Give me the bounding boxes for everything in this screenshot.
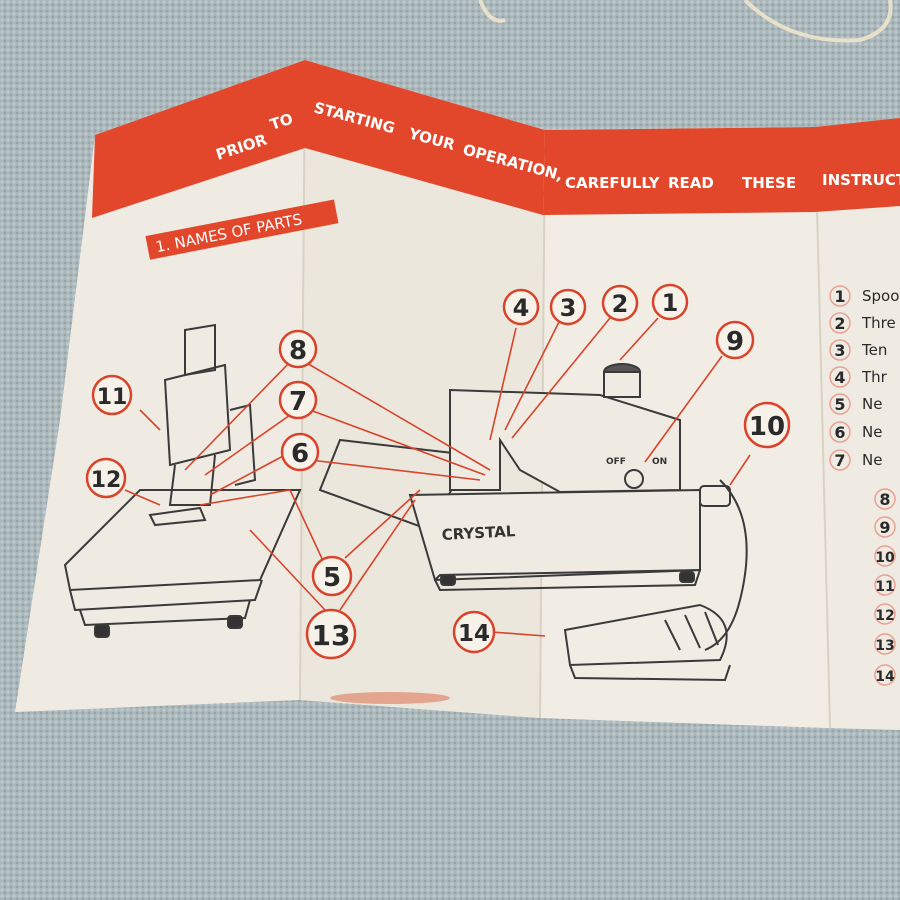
svg-text:7: 7 [289,387,307,417]
parts-list-number: 2 [834,314,845,333]
parts-list-label: Ne [862,395,882,413]
switch-off-label: OFF [606,457,626,467]
machine-front-view-drawing [318,363,748,682]
parts-list-item: 1 Spoo [829,285,899,307]
callout-8: 8 [278,329,318,369]
parts-list-number: 3 [834,341,845,360]
banner-far-right [815,118,900,212]
banner-left [92,60,305,218]
callout-12: 12 [85,457,127,499]
parts-list-number: 7 [834,451,845,470]
parts-list-label: Spoo [862,287,899,305]
machine-brand-label: CRYSTAL [441,522,516,544]
banner-word: READ [668,174,714,192]
parts-list-item: 3 Ten [829,339,887,361]
callout-3: 3 [549,288,587,326]
svg-text:8: 8 [289,336,307,366]
parts-list-item: 9 [874,516,896,538]
svg-text:11: 11 [97,385,128,410]
svg-text:1: 1 [662,289,679,317]
svg-text:13: 13 [312,619,351,652]
parts-list-number: 12 [875,608,894,624]
part-callouts: 1 2 3 4 5 6 7 8 9 10 11 12 13 14 [85,283,791,660]
parts-list-item: 8 [874,488,896,510]
svg-text:14: 14 [458,621,490,647]
parts-list-item: 12 [874,603,896,625]
banner-word: INSTRUCTIO [822,171,900,189]
parts-list-item: 10 [874,545,896,567]
callout-13: 13 [305,608,357,660]
callout-10: 10 [743,401,791,449]
switch-on-label: ON [652,457,667,467]
banner-right [543,127,815,215]
svg-text:6: 6 [291,439,309,469]
svg-text:5: 5 [323,563,341,593]
machine-side-view-drawing [63,323,302,638]
parts-list-item: 2 Thre [829,312,896,334]
parts-list-number: 10 [875,550,895,566]
parts-list-label: Thre [861,314,896,332]
parts-list-number: 14 [875,669,895,685]
parts-list-label: Thr [861,368,888,386]
callout-14: 14 [452,610,496,654]
parts-list-label: Ne [862,451,882,469]
parts-list-number: 6 [834,423,845,442]
callout-6: 6 [280,432,320,472]
parts-list-item: 6 Ne [829,421,882,443]
svg-text:10: 10 [749,412,785,442]
callout-2: 2 [601,284,639,322]
parts-list-item: 4 Thr [829,366,888,388]
callout-4: 4 [502,288,540,326]
banner-word: THESE [742,174,796,192]
banner-word: CAREFULLY [565,174,661,192]
parts-list-label: Ten [861,341,887,359]
leader-lines [124,317,751,637]
svg-text:12: 12 [91,468,122,493]
callout-11: 11 [91,374,133,416]
parts-list-item: 13 [874,633,896,655]
parts-list-number: 9 [879,518,890,537]
parts-list-number: 8 [879,490,890,509]
parts-list-item: 11 [874,574,896,596]
svg-text:4: 4 [513,294,530,322]
parts-list-number: 5 [834,395,845,414]
svg-text:2: 2 [612,290,629,318]
callout-1: 1 [651,283,689,321]
callout-9: 9 [715,320,755,360]
parts-list-number: 4 [834,368,845,387]
parts-list-item: 14 [874,664,896,686]
banner-middle [305,60,545,215]
parts-list-number: 13 [875,638,894,654]
parts-list-number: 1 [834,287,845,306]
svg-text:9: 9 [726,327,744,357]
parts-list-label: Ne [862,423,882,441]
callout-7: 7 [278,380,318,420]
svg-text:3: 3 [560,294,577,322]
parts-list-item: 5 Ne [829,393,882,415]
parts-list-item: 7 Ne [829,449,882,471]
power-cord [478,0,893,43]
parts-list-number: 11 [875,579,894,595]
callout-5: 5 [311,555,353,597]
